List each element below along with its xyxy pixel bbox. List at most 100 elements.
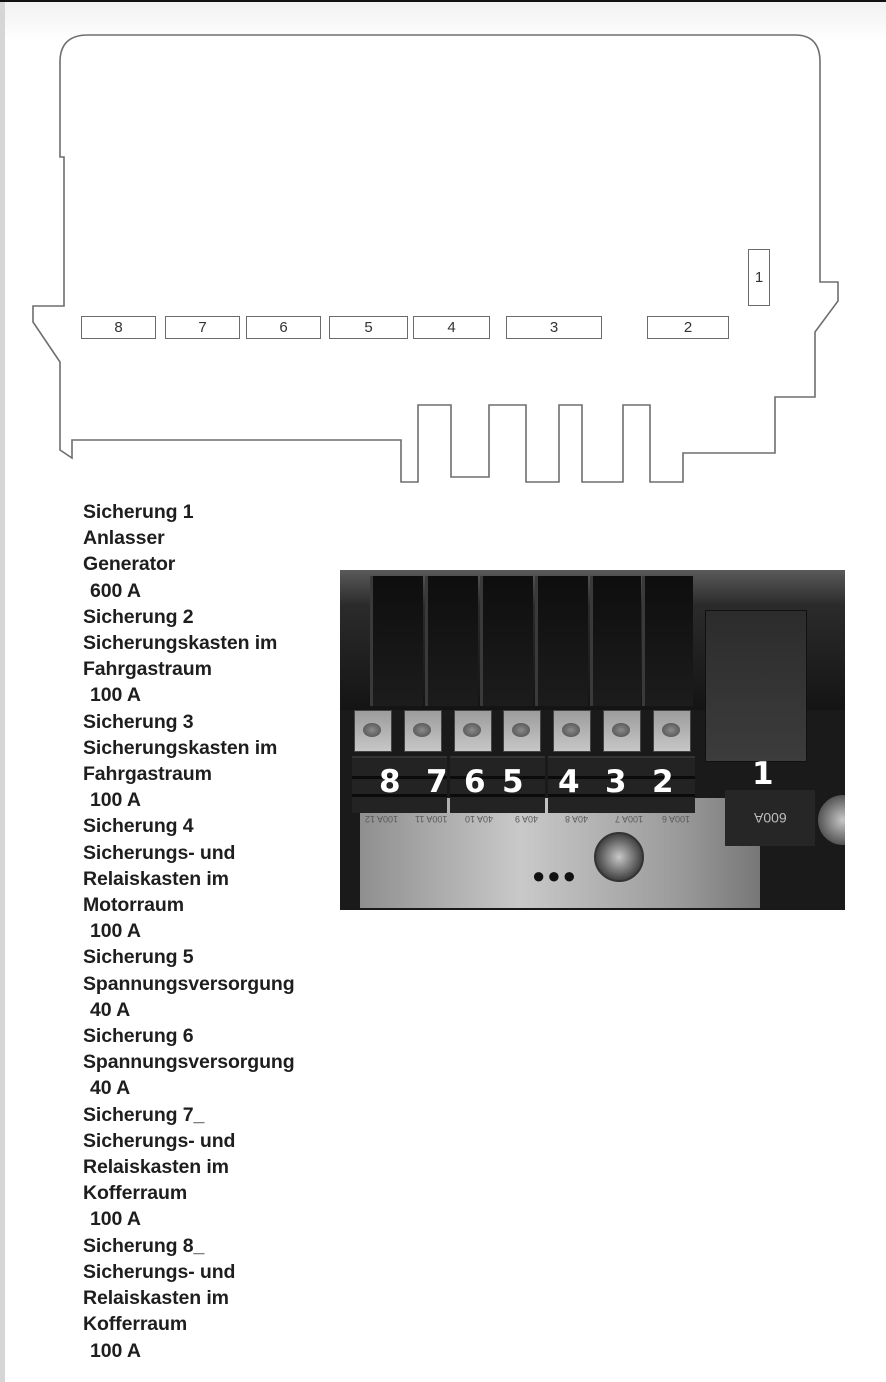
legend-desc: Relaiskasten im <box>83 1287 229 1310</box>
photo-stamp: 100A 11 <box>415 814 448 824</box>
photo-fuse-number: 3 <box>605 764 627 800</box>
legend-entry-4: Sicherung 4 Sicherungs- und Relaiskasten… <box>83 813 333 944</box>
legend-desc: Anlasser <box>83 527 165 550</box>
photo-fuse-number: 7 <box>426 764 448 800</box>
photo-busbar-plate <box>360 798 760 908</box>
photo-fuse-number: 8 <box>379 764 401 800</box>
photo-terminal <box>653 710 691 752</box>
fuse-slot-label: 8 <box>114 319 123 336</box>
legend-entry-5: Sicherung 5 Spannungsversorgung 40 A <box>83 944 333 1023</box>
photo-terminal <box>553 710 591 752</box>
photo-stamp: 100A 6 <box>662 814 691 824</box>
fuse-box-outline <box>32 34 839 483</box>
photo-600a-block: 600A <box>725 790 815 846</box>
photo-cover-bar <box>450 756 545 813</box>
top-border <box>0 0 886 2</box>
legend-rating: 100 A <box>90 1208 141 1231</box>
photo-cover-bar <box>548 756 695 813</box>
fuse-slot-4: 4 <box>413 316 490 339</box>
legend-title: Sicherung 7_ <box>83 1103 205 1126</box>
stud-icon <box>512 723 530 737</box>
legend-entry-1: Sicherung 1 Anlasser Generator 600 A <box>83 499 333 604</box>
stud-icon <box>413 723 431 737</box>
photo-stamp: 40A 8 <box>565 814 589 824</box>
stud-icon <box>463 723 481 737</box>
fuse-slot-6: 6 <box>246 316 321 339</box>
legend-entry-6: Sicherung 6 Spannungsversorgung 40 A <box>83 1023 333 1102</box>
fuse-slot-label: 6 <box>279 319 288 336</box>
legend-desc: Kofferraum <box>83 1182 188 1205</box>
dots-icon: ●●● <box>532 863 578 888</box>
legend-entry-7: Sicherung 7_ Sicherungs- und Relaiskaste… <box>83 1102 333 1233</box>
photo-slot <box>535 576 588 706</box>
legend-rating: 40 A <box>90 998 131 1021</box>
legend-desc: Spannungsversorgung <box>83 1051 295 1074</box>
photo-fuse-number: 5 <box>502 764 524 800</box>
stud-icon <box>662 723 680 737</box>
fuse-slot-label: 5 <box>364 319 373 336</box>
photo-terminal <box>603 710 641 752</box>
nut-icon <box>594 832 644 882</box>
legend-desc: Fahrgastraum <box>83 658 212 681</box>
fuse-box-photo: 8 7 6 5 4 3 2 1 100A 12 100A 11 40A 10 4… <box>340 570 845 910</box>
legend-title: Sicherung 4 <box>83 815 194 838</box>
photo-stamp: 100A 7 <box>615 814 644 824</box>
legend-desc: Sicherungskasten im <box>83 632 278 655</box>
fuse-legend: Sicherung 1 Anlasser Generator 600 A Sic… <box>83 499 333 1364</box>
photo-terminal <box>354 710 392 752</box>
fuse-slot-2: 2 <box>647 316 729 339</box>
legend-desc: Motorraum <box>83 894 184 917</box>
legend-rating: 100 A <box>90 1339 141 1362</box>
legend-desc: Relaiskasten im <box>83 867 229 890</box>
legend-title: Sicherung 6 <box>83 1025 194 1048</box>
fuse-slot-8: 8 <box>81 316 156 339</box>
stud-icon <box>562 723 580 737</box>
stud-icon <box>363 723 381 737</box>
legend-title: Sicherung 2 <box>83 605 194 628</box>
legend-title: Sicherung 3 <box>83 710 194 733</box>
fuse-box-diagram: 1 2 3 4 5 6 7 8 <box>0 0 886 500</box>
photo-stamp: 100A 12 <box>365 814 399 824</box>
fuse-slot-label: 7 <box>198 319 207 336</box>
fuse-slot-label: 2 <box>683 319 693 336</box>
legend-title: Sicherung 8_ <box>83 1234 205 1257</box>
photo-terminal <box>454 710 492 752</box>
photo-fuse-number: 6 <box>464 764 486 800</box>
stud-icon <box>612 723 630 737</box>
legend-desc: Sicherungskasten im <box>83 736 278 759</box>
legend-rating: 100 A <box>90 684 141 707</box>
photo-terminal <box>503 710 541 752</box>
legend-rating: 100 A <box>90 789 141 812</box>
fuse-slot-7: 7 <box>165 316 240 339</box>
fuse-slot-label: 1 <box>754 269 764 286</box>
legend-desc: Fahrgastraum <box>83 763 212 786</box>
photo-relay-housing <box>705 610 807 762</box>
photo-slot <box>642 576 693 706</box>
photo-stamp: 40A 9 <box>515 814 539 824</box>
legend-desc: Sicherungs- und <box>83 1129 236 1152</box>
legend-desc: Generator <box>83 553 176 576</box>
photo-slot <box>590 576 641 706</box>
nut-icon <box>818 795 845 845</box>
photo-slot <box>370 576 423 706</box>
fuse-slot-label: 4 <box>447 319 456 336</box>
photo-terminal <box>404 710 442 752</box>
legend-rating: 600 A <box>90 579 141 602</box>
legend-entry-8: Sicherung 8_ Sicherungs- und Relaiskaste… <box>83 1233 333 1364</box>
photo-fuse-number: 1 <box>752 756 774 792</box>
photo-fuse-number: 4 <box>558 764 580 800</box>
legend-entry-2: Sicherung 2 Sicherungskasten im Fahrgast… <box>83 604 333 709</box>
photo-600a-label: 600A <box>753 810 787 826</box>
legend-desc: Sicherungs- und <box>83 1260 236 1283</box>
legend-desc: Sicherungs- und <box>83 841 236 864</box>
photo-cover-bar <box>352 756 447 813</box>
photo-slot <box>425 576 478 706</box>
legend-desc: Relaiskasten im <box>83 1156 229 1179</box>
left-scroll-edge <box>0 2 5 1382</box>
fuse-slot-label: 3 <box>549 319 559 336</box>
fuse-slot-3: 3 <box>506 316 602 339</box>
fuse-slot-1: 1 <box>748 249 770 306</box>
legend-rating: 100 A <box>90 920 141 943</box>
photo-fuse-number: 2 <box>652 764 674 800</box>
photo-slot <box>480 576 533 706</box>
